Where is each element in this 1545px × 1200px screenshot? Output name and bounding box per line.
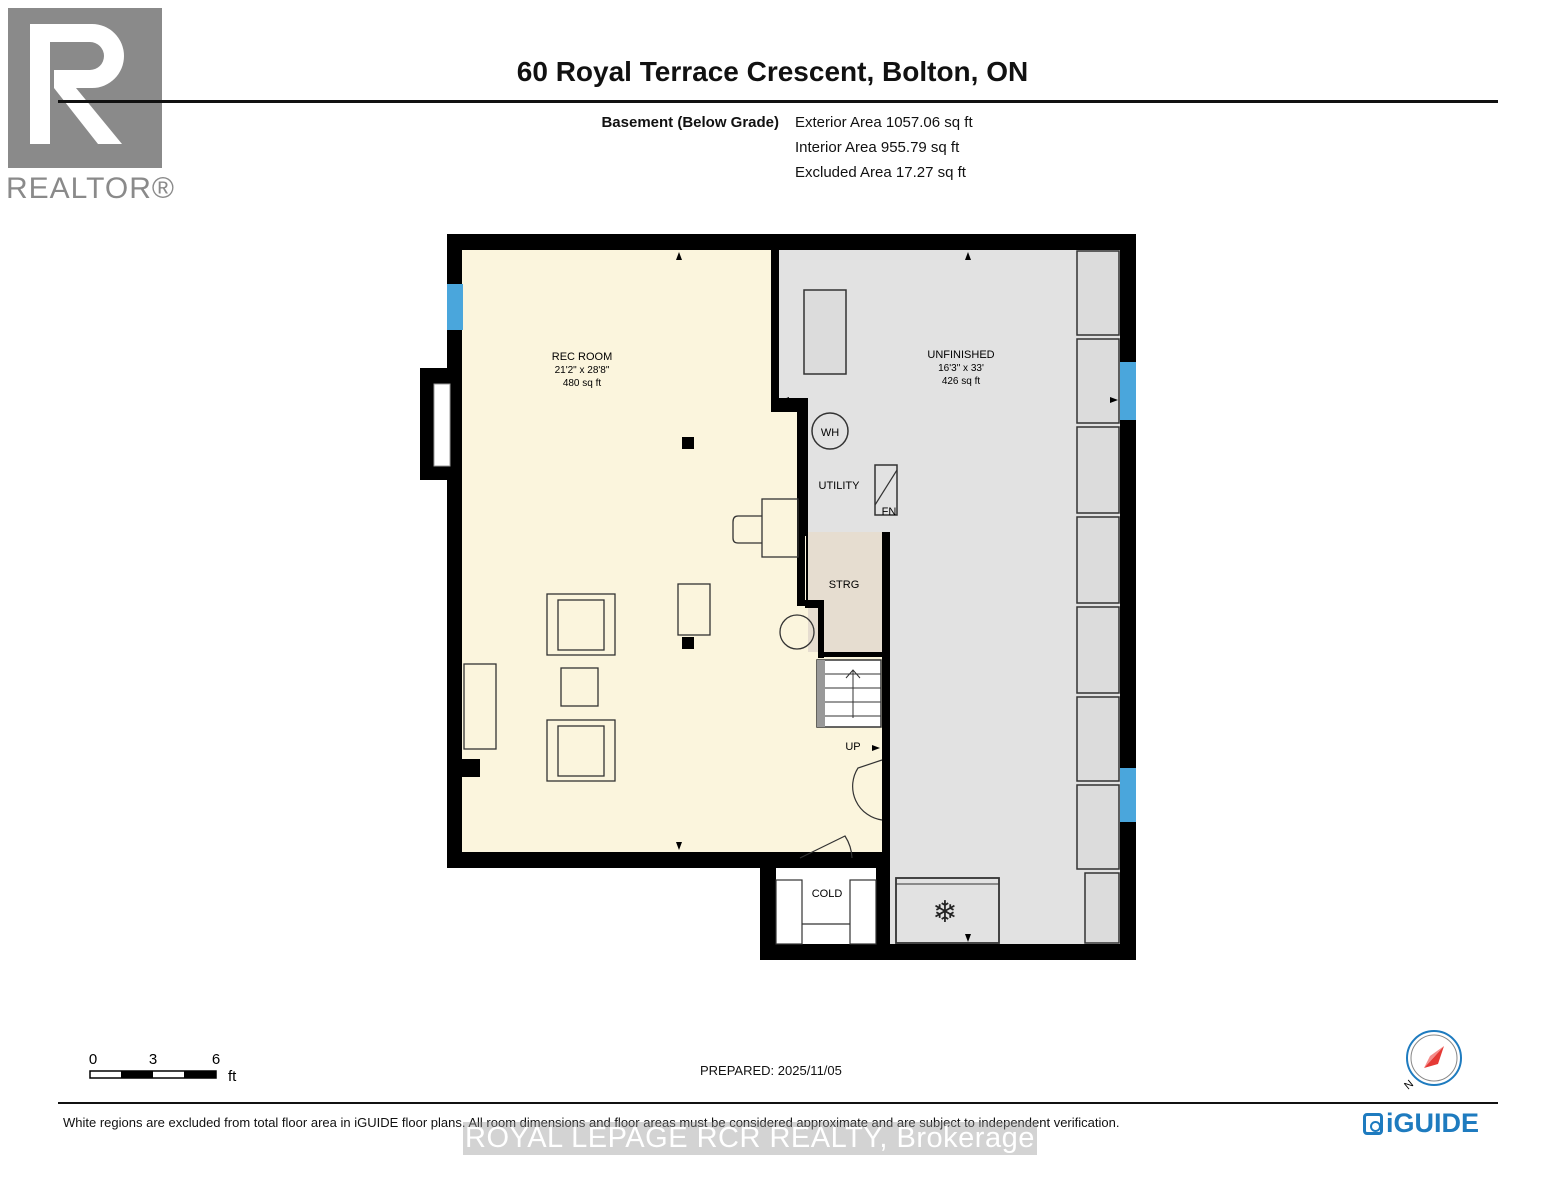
rec-room-name: REC ROOM	[552, 351, 613, 363]
compass-north-label: N	[1402, 1078, 1416, 1092]
window	[1120, 362, 1136, 420]
ottoman	[560, 667, 599, 707]
round-table	[779, 614, 815, 650]
realtor-logo	[8, 8, 162, 168]
cold-room-shelves	[775, 879, 877, 945]
rec-room-dimensions: 21'2" x 28'8"	[555, 365, 610, 376]
excluded-area: Excluded Area 17.27 sq ft	[795, 164, 966, 181]
furnace-icon	[874, 464, 898, 516]
window	[1120, 768, 1136, 822]
interior-area: Interior Area 955.79 sq ft	[795, 139, 960, 156]
realtor-wordmark: REALTOR®	[6, 172, 176, 205]
armchair	[546, 719, 616, 782]
exterior-area: Exterior Area 1057.06 sq ft	[795, 114, 973, 131]
brokerage-watermark: ROYAL LEPAGE RCR REALTY, Brokerage	[463, 1122, 1037, 1155]
shelving-units	[803, 250, 1120, 944]
scale-label-6: 6	[212, 1051, 220, 1068]
iguide-icon	[1363, 1113, 1383, 1135]
dimension-arrows	[676, 252, 1118, 942]
rec-room-area	[462, 250, 882, 852]
armchair	[546, 593, 616, 656]
footer-divider	[58, 1102, 1498, 1104]
scale-label-0: 0	[89, 1051, 97, 1068]
chair	[732, 515, 762, 544]
scale-unit: ft	[228, 1068, 237, 1085]
unfinished-area	[779, 250, 1120, 944]
unfinished-name: UNFINISHED	[927, 349, 994, 361]
compass: N	[1402, 1030, 1462, 1092]
windows	[447, 284, 1136, 822]
water-heater-label: WH	[821, 427, 839, 439]
header-divider	[58, 100, 1498, 103]
property-address-title: 60 Royal Terrace Crescent, Bolton, ON	[516, 56, 1029, 87]
disclaimer-text: White regions are excluded from total fl…	[63, 1115, 1120, 1130]
coffee-table	[677, 583, 711, 636]
storage-label: STRG	[829, 579, 860, 591]
utility-label: UTILITY	[819, 480, 861, 492]
furnace-label: FN	[882, 506, 897, 518]
desk	[761, 498, 799, 558]
cold-room-area	[776, 868, 876, 944]
level-label: Basement (Below Grade)	[601, 114, 779, 131]
scale-bar: 0 3 6 ft	[89, 1051, 237, 1085]
stairs	[816, 659, 882, 728]
stairs-up-label: UP	[845, 741, 860, 753]
media-console	[463, 663, 497, 750]
freezer: ❄	[895, 877, 1000, 944]
iguide-wordmark: iGUIDE	[1386, 1108, 1480, 1138]
water-heater-icon	[811, 412, 849, 450]
unfinished-dimensions: 16'3" x 33'	[938, 363, 984, 374]
cold-room-label: COLD	[812, 888, 843, 900]
iguide-logo: iGUIDE	[1363, 1108, 1479, 1139]
rec-room-furniture	[463, 498, 815, 782]
window	[447, 284, 463, 330]
rec-room-area-label: 480 sq ft	[563, 378, 602, 389]
snowflake-icon: ❄	[932, 896, 957, 929]
scale-label-3: 3	[149, 1051, 157, 1068]
prepared-date: PREPARED: 2025/11/05	[700, 1063, 842, 1078]
unfinished-area-label: 426 sq ft	[942, 376, 981, 387]
doors	[799, 759, 883, 859]
interior-walls	[462, 248, 890, 944]
